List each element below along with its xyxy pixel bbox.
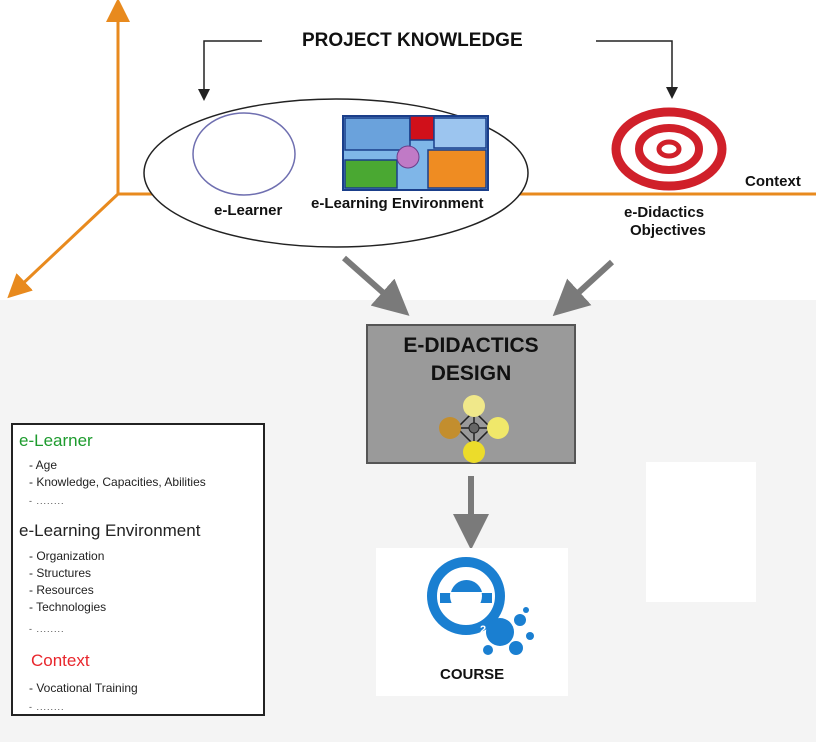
legend-item: - Age (29, 458, 58, 472)
legend-heading-environment: e-Learning Environment (19, 521, 201, 540)
design-title-line1: E-DIDACTICS (403, 334, 539, 357)
knowledge-arrow-right (596, 40, 678, 99)
elearner-label: e-Learner (214, 202, 283, 219)
legend-item: - Resources (29, 583, 94, 597)
blank-patch (646, 462, 756, 602)
legend-item: - Knowledge, Capacities, Abilities (29, 475, 206, 489)
legend-ellipsis: - ........ (29, 702, 65, 712)
design-title-line2: DESIGN (430, 362, 512, 385)
target-icon (611, 107, 727, 191)
context-axis-label: Context (745, 173, 801, 190)
arrow-objectives-to-design (552, 259, 615, 317)
environment-mosaic (342, 115, 489, 191)
logo-number: 2 (480, 624, 487, 636)
project-knowledge-title: PROJECT KNOWLEDGE (302, 30, 523, 51)
legend-item: - Organization (29, 549, 105, 563)
legend-ellipsis: - ........ (29, 624, 65, 634)
legend-heading-context: Context (31, 651, 90, 670)
course-label: COURSE (440, 666, 505, 683)
elearner-ellipse (192, 112, 296, 196)
knowledge-arrow-left (198, 40, 262, 101)
objectives-label-line1: e-Didactics (624, 204, 705, 221)
arrow-ellipse-to-design (342, 255, 410, 316)
depth-axis (7, 192, 120, 299)
course-logo (427, 557, 534, 655)
edidactics-design-box: E-DIDACTICS DESIGN (366, 324, 576, 464)
network-icon (439, 395, 509, 463)
course-background (376, 548, 568, 696)
environment-label: e-Learning Environment (311, 195, 484, 212)
design-title: E-DIDACTICS DESIGN (368, 332, 574, 388)
objectives-label-line2: Objectives (630, 222, 706, 239)
legend-box: e-Learner - Age - Knowledge, Capacities,… (11, 423, 265, 716)
legend-item: - Technologies (29, 600, 107, 614)
legend-item: - Vocational Training (29, 681, 138, 695)
legend-ellipsis: - ........ (29, 496, 65, 506)
legend-heading-elearner: e-Learner (19, 431, 93, 450)
legend-item: - Structures (29, 566, 92, 580)
